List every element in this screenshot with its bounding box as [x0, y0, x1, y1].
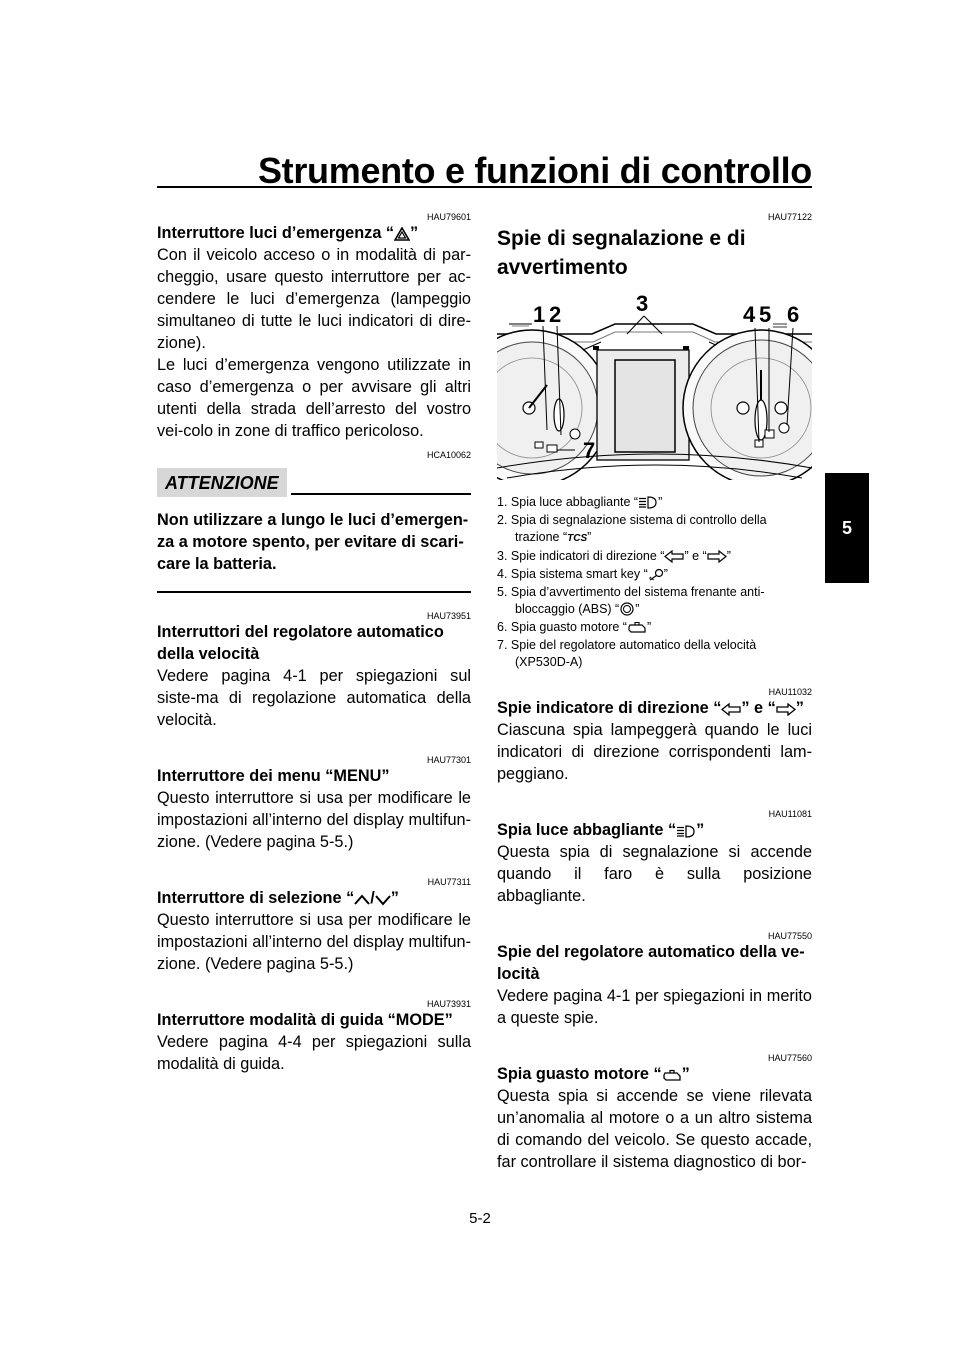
- legend-item: 3. Spie indicatori di direzione “” e “”: [497, 549, 731, 563]
- legend-item: 7. Spie del regolatore automatico della …: [497, 638, 757, 669]
- legend-item: 6. Spia guasto motore “”: [497, 620, 652, 634]
- legend-item: 4. Spia sistema smart key “”: [497, 567, 668, 581]
- page-title: Strumento e funzioni di controllo: [257, 150, 812, 191]
- section-code: HAU77122: [767, 212, 812, 222]
- section-code: HAU11032: [768, 687, 812, 697]
- section-code: HAU77311: [427, 877, 471, 887]
- heading-cruise-indicators: Spie del regolatore automatico della ve-…: [497, 943, 805, 983]
- callout-3: 3: [636, 291, 649, 316]
- heading-menu-switch: Interruttore dei menu “MENU”: [157, 767, 390, 785]
- callout-6: 6: [787, 302, 800, 327]
- heading-high-beam: Spia luce abbagliante “”: [497, 821, 705, 839]
- paragraph: Questa spia di segnalazione si accende q…: [497, 843, 812, 905]
- high-beam-icon: [677, 825, 695, 838]
- smart-key-icon: [648, 568, 663, 581]
- figure-legend: 1. Spia luce abbagliante “” 2. Spia di s…: [497, 494, 812, 671]
- heading-cruise-switches: Interruttori del regolatore automatico d…: [157, 623, 444, 663]
- chevron-down-icon: [375, 895, 391, 906]
- turn-right-icon: [707, 550, 727, 563]
- section-code: HAU79601: [426, 212, 471, 222]
- callout-2: 2: [549, 302, 562, 327]
- section-code: HCA10062: [426, 450, 471, 460]
- title-rule: [157, 186, 812, 188]
- chevron-up-icon: [354, 894, 370, 905]
- caution-rule: [157, 591, 471, 593]
- legend-item: 1. Spia luce abbagliante “”: [497, 495, 663, 509]
- paragraph: Le luci d’emergenza vengono utilizzate i…: [157, 356, 471, 440]
- abs-icon: [620, 602, 634, 616]
- heading-hazard-switch: Interruttore luci d’emergenza “”: [157, 224, 419, 242]
- turn-right-icon: [776, 703, 796, 716]
- section-code: HAU11081: [768, 809, 812, 819]
- left-column: HAU79601 Interruttore luci d’emergenza “…: [157, 200, 471, 1075]
- engine-warning-icon: [628, 621, 646, 633]
- caution-text: Non utilizzare a lungo le luci d’emergen…: [157, 511, 469, 573]
- paragraph: Questo interruttore si usa per modificar…: [157, 911, 471, 973]
- section-code: HAU77560: [767, 1053, 812, 1063]
- paragraph: Ciascuna spia lampeggerà quando le luci …: [497, 721, 812, 783]
- caution-header: ATTENZIONE: [157, 468, 471, 497]
- engine-warning-icon: [663, 1069, 681, 1081]
- callout-5: 5: [759, 302, 772, 327]
- callout-4: 4: [743, 302, 756, 327]
- tcs-icon: TCS: [567, 533, 588, 544]
- section-code: HAU73951: [426, 611, 471, 621]
- chapter-tab: 5: [825, 473, 869, 583]
- section-title: Spie di segnalazione e di avvertimento: [497, 227, 746, 279]
- right-column: HAU77122 Spie di segnalazione e di avver…: [453, 200, 840, 1173]
- heading-engine-trouble: Spia guasto motore “”: [497, 1065, 690, 1083]
- instrument-panel-figure: 1 2 3 4 5 6 7: [453, 290, 840, 487]
- turn-left-icon: [664, 550, 685, 563]
- section-code: HAU73931: [426, 999, 471, 1009]
- legend-item: 5. Spia d’avvertimento del sistema frena…: [497, 585, 765, 616]
- high-beam-icon: [639, 496, 657, 509]
- paragraph: Con il veicolo acceso o in modalità di p…: [157, 246, 471, 352]
- paragraph: Questa spia si accende se viene rilevata…: [497, 1087, 812, 1171]
- legend-item: 2. Spia di segnalazione sistema di contr…: [497, 513, 767, 544]
- caution-label: ATTENZIONE: [157, 468, 287, 497]
- heading-mode-switch: Interruttore modalità di guida “MODE”: [157, 1011, 453, 1029]
- hazard-triangle-icon: [394, 227, 411, 241]
- heading-turn-signals: Spie indicatore di direzione “” e “”: [497, 699, 804, 717]
- callout-1: 1: [533, 302, 546, 327]
- section-code: HAU77301: [426, 755, 471, 765]
- page-number: 5-2: [469, 1210, 491, 1227]
- heading-select-switch: Interruttore di selezione “/”: [157, 889, 399, 907]
- callout-7: 7: [583, 438, 596, 463]
- paragraph: Questo interruttore si usa per modificar…: [157, 789, 471, 851]
- turn-left-icon: [721, 703, 742, 716]
- section-code: HAU77550: [767, 931, 812, 941]
- paragraph: Vedere pagina 4-4 per spiegazioni sulla …: [157, 1033, 471, 1073]
- paragraph: Vedere pagina 4-1 per spiegazioni sul si…: [157, 667, 471, 729]
- paragraph: Vedere pagina 4-1 per spiegazioni in mer…: [497, 987, 812, 1027]
